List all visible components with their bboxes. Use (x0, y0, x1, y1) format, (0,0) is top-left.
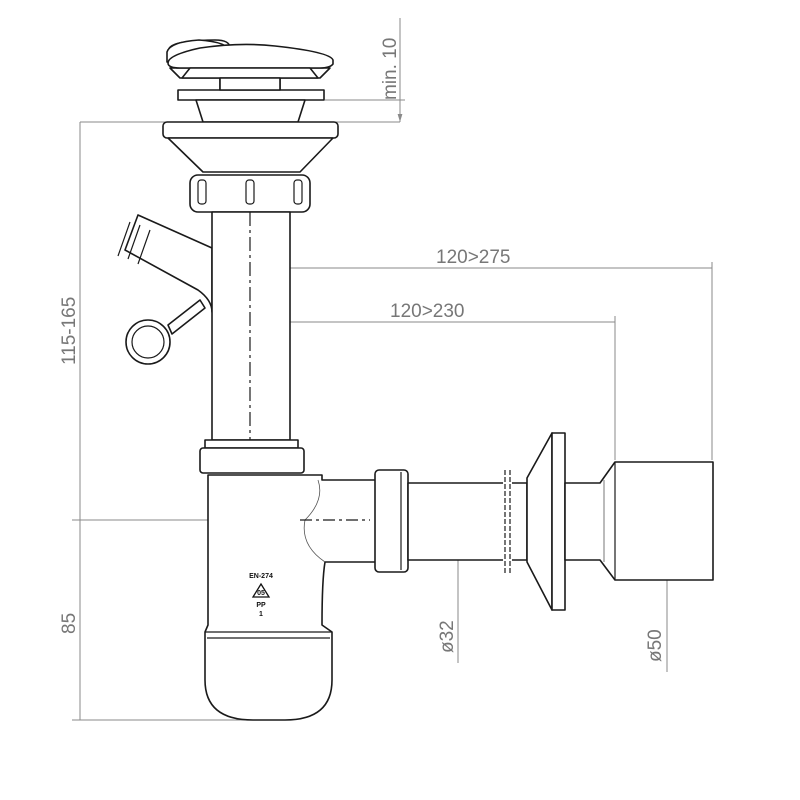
dim-trap-height: 85 (59, 613, 80, 634)
material-label: PP (256, 602, 266, 609)
recycle-icon (251, 582, 271, 598)
marking-number: 1 (259, 611, 263, 618)
dim-reach-long: 120>275 (436, 247, 511, 268)
standard-label: EN-274 (249, 573, 273, 580)
outlet-pipe (374, 432, 714, 611)
overflow-connector (117, 214, 213, 365)
dim-min-gap: min. 10 (380, 38, 401, 100)
dim-reach-short: 120>230 (390, 301, 465, 322)
vertical-tube (189, 174, 311, 474)
dim-outlet-large: ø50 (645, 629, 666, 662)
material-marking: EN-274 05 PP 1 (249, 573, 273, 618)
trap-body (204, 474, 379, 721)
recycle-code: 05 (257, 590, 265, 597)
dim-height-range: 115-165 (59, 297, 80, 365)
plug-cap (167, 43, 334, 91)
dim-outlet-small: ø32 (437, 620, 458, 653)
